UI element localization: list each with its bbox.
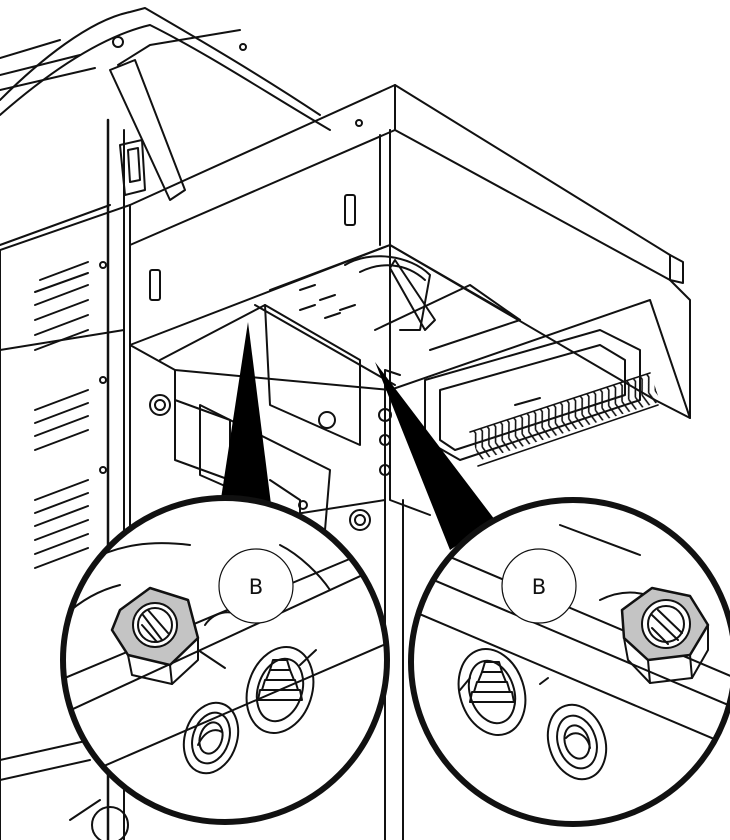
side-burner-hood-front (129, 129, 391, 346)
detail-circle-outline (60, 495, 390, 825)
hood-slot (344, 194, 356, 226)
lid-frame (0, 7, 321, 116)
hex-nut (110, 586, 200, 685)
detail-circle-outline (408, 497, 730, 827)
label-bubble-right: B (501, 548, 577, 624)
socket-grommet (546, 703, 608, 781)
cart-pillar (384, 369, 404, 840)
side-panel-vents (34, 261, 89, 569)
callout-label-right: B (532, 575, 546, 599)
socket-grommet (182, 701, 240, 775)
callout-label-left: B (249, 575, 263, 599)
gas-connector-fitting (245, 646, 317, 734)
hex-nut (620, 586, 710, 684)
grill-body (0, 7, 691, 840)
callout-pointer-right (375, 362, 495, 550)
gas-hose-spring (470, 373, 660, 461)
callout-pointer-left (220, 322, 272, 512)
gas-connector-fitting (457, 648, 527, 736)
detail-callout-right: B (408, 497, 730, 827)
label-bubble-left: B (218, 548, 294, 624)
detail-callout-left: B (60, 495, 390, 825)
